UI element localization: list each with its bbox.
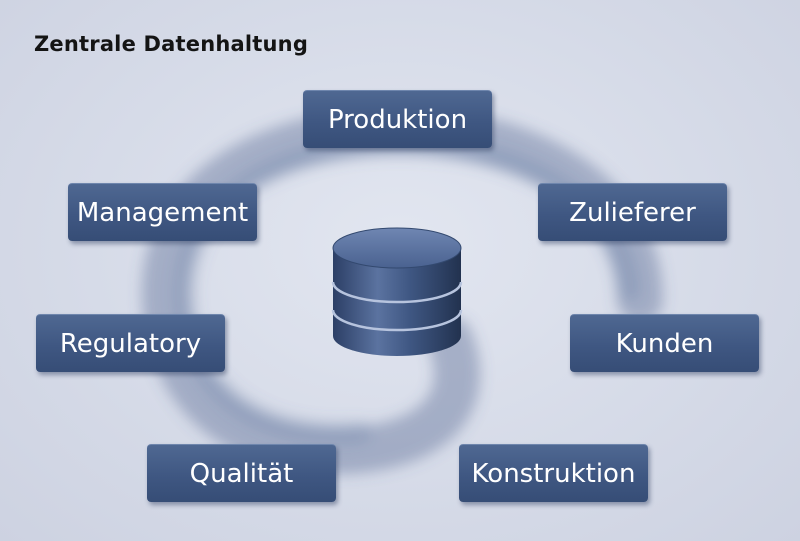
database-icon <box>331 227 463 356</box>
node-regulatory[interactable]: Regulatory <box>36 314 225 372</box>
node-produktion[interactable]: Produktion <box>303 90 492 148</box>
node-qualitaet[interactable]: Qualität <box>147 444 336 502</box>
node-management[interactable]: Management <box>68 183 257 241</box>
node-zulieferer[interactable]: Zulieferer <box>538 183 727 241</box>
node-konstruktion[interactable]: Konstruktion <box>459 444 648 502</box>
diagram-title: Zentrale Datenhaltung <box>34 32 309 56</box>
node-kunden[interactable]: Kunden <box>570 314 759 372</box>
